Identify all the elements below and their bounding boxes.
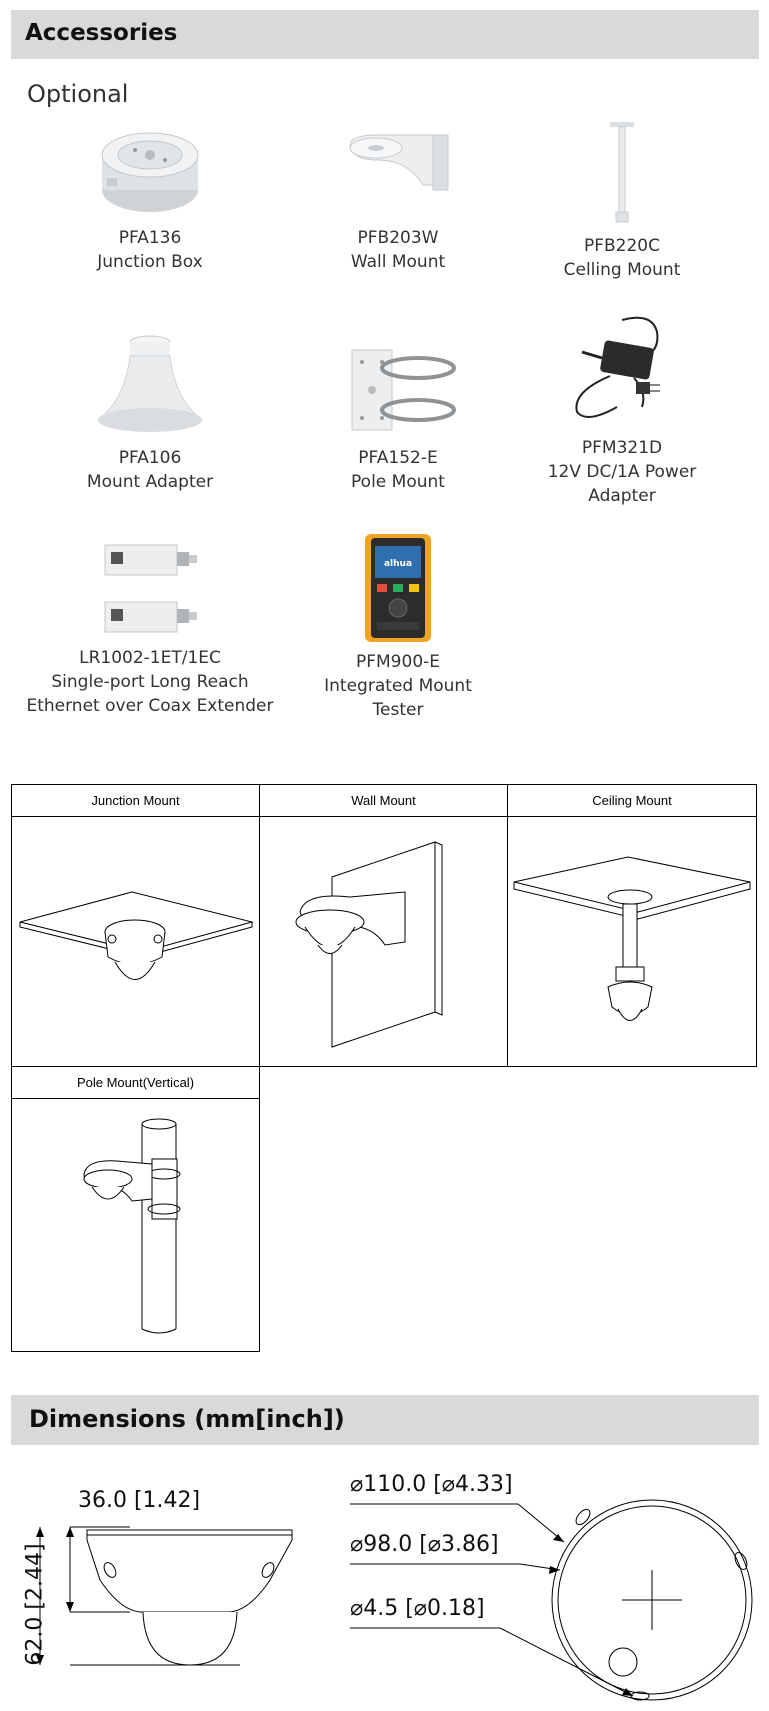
- accessory-model: PFB203W: [357, 228, 439, 248]
- wall-mount-drawing: [295, 841, 443, 1048]
- accessory-desc: Junction Box: [97, 252, 203, 272]
- dimensions-section-title: Dimensions (mm[inch]): [11, 1395, 759, 1445]
- junction-mount-drawing: [19, 891, 254, 980]
- ceiling-mount-icon: [610, 122, 634, 223]
- accessory-model: PFM321D: [581, 438, 663, 458]
- mount-cell-ceiling: Ceiling Mount: [507, 784, 757, 1067]
- junction-box-icon: [101, 132, 199, 212]
- mount-adapter-icon: [96, 335, 204, 432]
- accessory-model: PFA136: [118, 228, 182, 248]
- accessory-item: PFB220C Celling Mount: [497, 120, 747, 282]
- optional-label: Optional: [27, 80, 129, 108]
- accessory-desc: Single-port Long Reach: [51, 672, 249, 692]
- mount-cell-pole: Pole Mount(Vertical): [11, 1066, 260, 1352]
- ceiling-mount-drawing: [513, 856, 751, 1021]
- power-adapter-icon: [575, 316, 660, 418]
- dimension-hole-diameter-label: ⌀4.5 [⌀0.18]: [350, 1596, 485, 1621]
- mount-cell-wall: Wall Mount: [259, 784, 508, 1067]
- accessory-desc: Integrated Mount: [324, 676, 472, 696]
- mount-tester-icon: alhua: [365, 534, 431, 642]
- accessory-desc: Tester: [372, 700, 424, 720]
- dimension-width-label: 36.0 [1.42]: [78, 1488, 201, 1513]
- dimensions-drawing: [36, 1499, 753, 1701]
- coax-extender-icon: [104, 544, 197, 633]
- accessories-section-title: Accessories: [11, 10, 759, 59]
- pole-mount-drawing: [83, 1118, 181, 1334]
- accessory-model: PFB220C: [583, 236, 660, 256]
- mount-label: Ceiling Mount: [508, 785, 756, 817]
- mount-label: Junction Mount: [12, 785, 259, 817]
- mount-label: Wall Mount: [260, 785, 507, 817]
- wall-mount-icon: [349, 134, 449, 191]
- tester-brand: alhua: [384, 559, 412, 569]
- accessory-item: PFA152-E Pole Mount: [273, 330, 523, 494]
- mount-cell-junction: Junction Mount: [11, 784, 260, 1067]
- accessory-model: PFA152-E: [358, 448, 438, 468]
- accessory-desc: Ethernet over Coax Extender: [26, 696, 274, 716]
- dimension-outer-diameter-label: ⌀110.0 [⌀4.33]: [350, 1472, 513, 1497]
- dimension-height-label: 62.0 [2.44]: [22, 1543, 48, 1666]
- accessory-model: LR1002-1ET/1EC: [79, 648, 221, 668]
- accessory-desc: Wall Mount: [350, 252, 446, 272]
- accessory-desc: Celling Mount: [563, 260, 681, 280]
- pole-mount-icon: [351, 349, 456, 431]
- accessory-model: PFM900-E: [355, 652, 441, 672]
- dimension-inner-diameter-label: ⌀98.0 [⌀3.86]: [350, 1532, 499, 1557]
- accessory-item: PFB203W Wall Mount: [273, 120, 523, 274]
- mount-label: Pole Mount(Vertical): [12, 1067, 259, 1099]
- accessory-desc: Pole Mount: [351, 472, 445, 492]
- accessory-desc: Mount Adapter: [86, 472, 214, 492]
- accessory-model: PFA106: [118, 448, 182, 468]
- accessory-desc: Adapter: [588, 486, 656, 506]
- accessory-desc: 12V DC/1A Power: [547, 462, 697, 482]
